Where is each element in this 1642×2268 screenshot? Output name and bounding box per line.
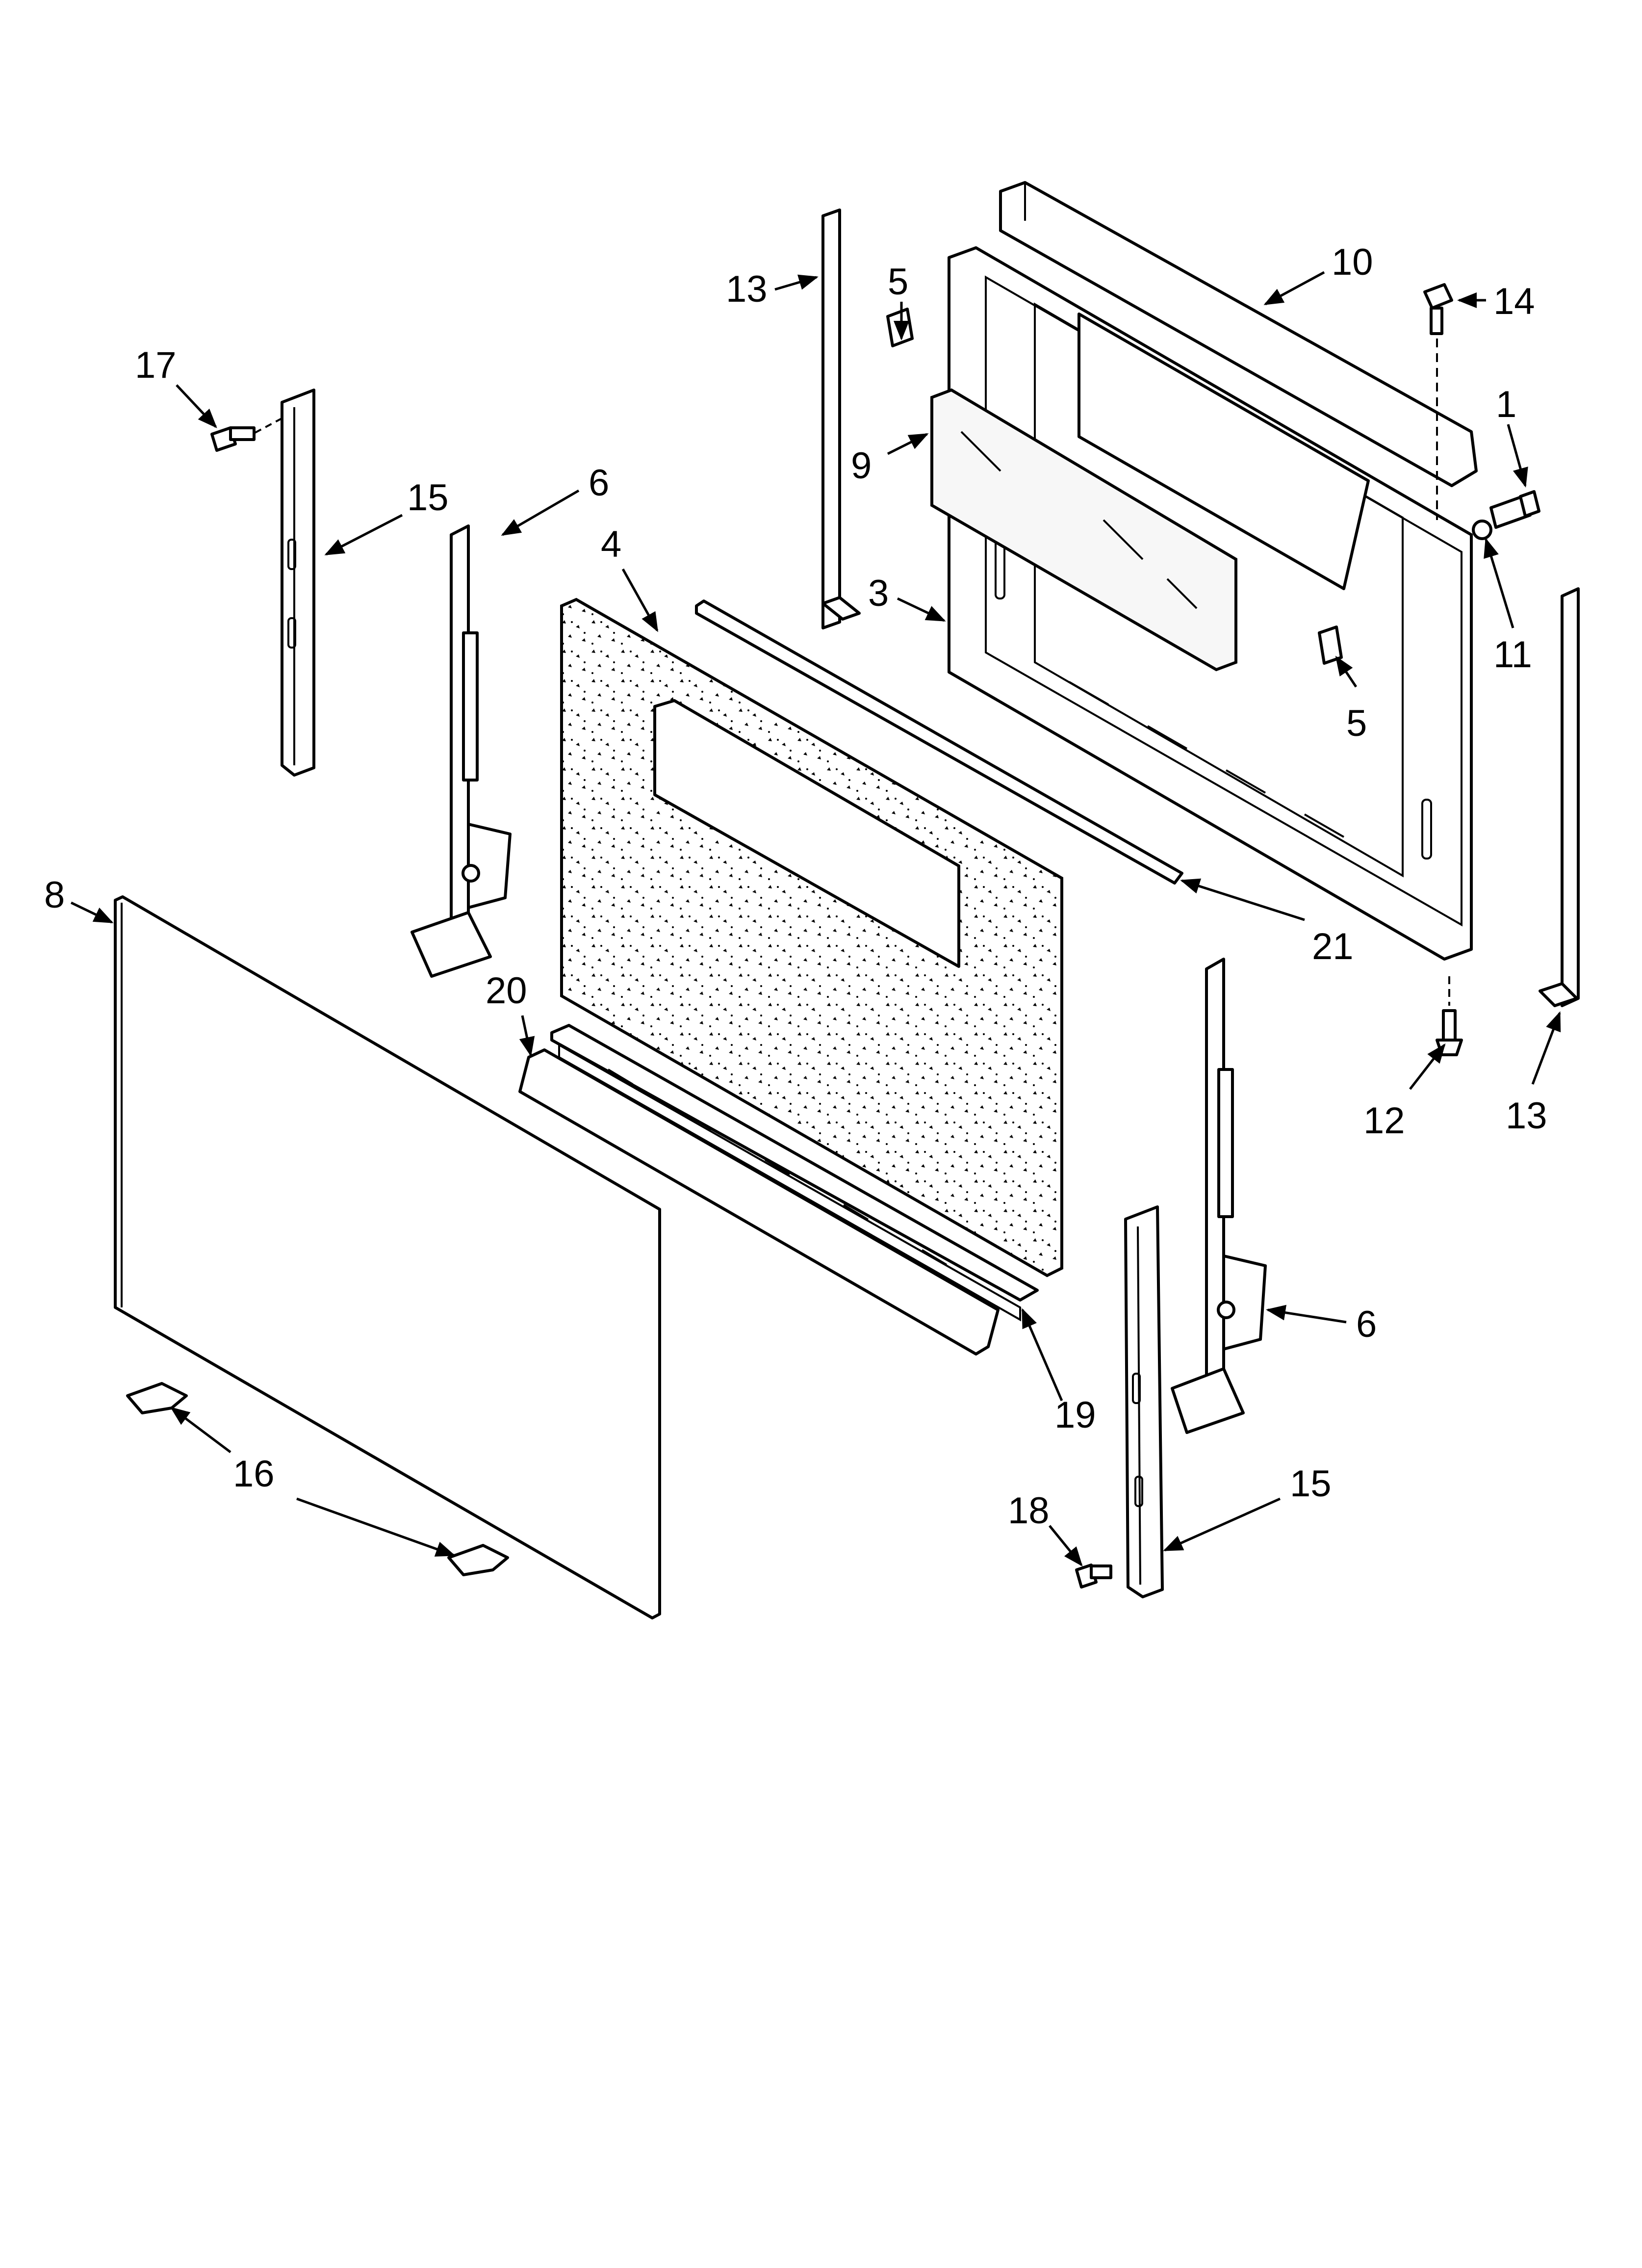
callout-9: 9 (851, 445, 872, 487)
outer-door-panel (114, 895, 661, 1619)
callout-13: 13 (726, 268, 768, 310)
callout-18: 18 (1008, 1490, 1050, 1532)
screw-14 (1423, 283, 1453, 520)
door-inner-glass (930, 388, 1237, 672)
callout-14: 14 (1493, 281, 1535, 322)
screw-12 (1436, 976, 1463, 1056)
callout-6: 6 (1356, 1303, 1377, 1345)
callout-16: 16 (233, 1453, 275, 1495)
callout-6: 6 (589, 462, 609, 504)
door-side-trim-left (821, 209, 861, 629)
screw-1 (1489, 490, 1540, 529)
callout-21: 21 (1312, 926, 1354, 967)
callout-labels: 13 5 10 14 17 15 6 4 9 1 3 11 5 8 21 20 … (44, 241, 1547, 1532)
hinge-right (1171, 958, 1267, 1434)
callout-4: 4 (601, 523, 621, 565)
hinge-receiver-left (281, 389, 315, 777)
callout-10: 10 (1332, 241, 1373, 283)
callout-17: 17 (135, 344, 177, 386)
callout-8: 8 (44, 874, 65, 916)
panel-clip-upper (126, 1382, 188, 1414)
door-gasket-strip (695, 600, 1183, 885)
door-bottom-channel (550, 1024, 1039, 1322)
callout-15: 15 (407, 477, 449, 519)
callout-1: 1 (1496, 384, 1516, 425)
callout-15: 15 (1290, 1463, 1332, 1505)
callout-5: 5 (1346, 703, 1367, 744)
callout-3: 3 (868, 573, 889, 614)
door-lower-trim (518, 1048, 1000, 1356)
callout-11: 11 (1493, 634, 1532, 676)
door-side-trim-right (1539, 587, 1580, 1007)
screw-18 (1075, 1564, 1112, 1589)
callout-12: 12 (1363, 1100, 1405, 1142)
panel-clip-lower (447, 1544, 509, 1576)
callout-13: 13 (1506, 1095, 1547, 1137)
leader-lines (70, 271, 1561, 1567)
hinge-receiver-right (1124, 1205, 1164, 1598)
door-insulation (560, 598, 1063, 1277)
door-vent-trim (999, 181, 1478, 487)
screw-17 (210, 416, 285, 452)
glass-clip-upper (886, 308, 914, 347)
callout-5: 5 (888, 261, 908, 303)
washer-11 (1472, 520, 1492, 540)
callout-19: 19 (1054, 1394, 1096, 1436)
hinge-left (410, 524, 512, 978)
callout-20: 20 (486, 970, 527, 1012)
